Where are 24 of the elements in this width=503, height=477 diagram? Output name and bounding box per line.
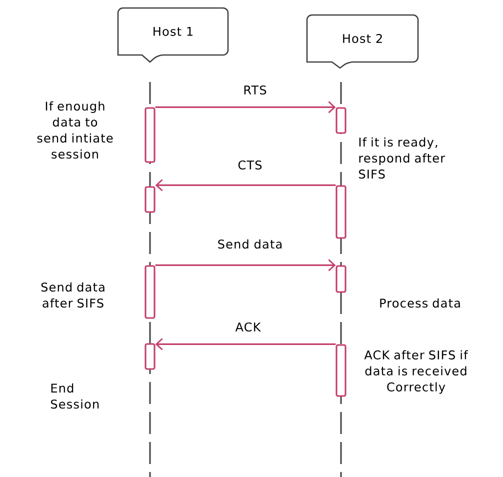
activation-bar [144, 107, 156, 163]
activation-bar [144, 186, 156, 213]
activation-bar [336, 107, 346, 134]
note-text: ACK after SIFS if data is received Correctly [364, 350, 468, 394]
edge-label: ACK [235, 322, 261, 332]
activation-bar [144, 343, 156, 370]
activation-bar [144, 265, 156, 319]
message-arrow [155, 101, 336, 114]
message-arrow [155, 179, 336, 192]
lifeline-head: Host 2 [306, 14, 419, 69]
note-text: If it is ready, respond after SIFS [359, 137, 446, 179]
activation-bar [336, 344, 346, 397]
activation-bar [336, 265, 346, 293]
note-text: If enough data to send intiate session [37, 101, 113, 159]
lifeline-head: Host 1 [117, 7, 229, 63]
note-text: Send data after SIFS [41, 282, 104, 308]
edge-label: Send data [218, 239, 282, 249]
edge-label: RTS [244, 85, 266, 95]
activation-bar [336, 185, 346, 239]
note-text: End Session [50, 383, 99, 409]
message-arrow [155, 259, 336, 272]
message-arrow [155, 338, 336, 350]
note-text: Process data [380, 298, 460, 308]
edge-label: CTS [238, 160, 262, 170]
